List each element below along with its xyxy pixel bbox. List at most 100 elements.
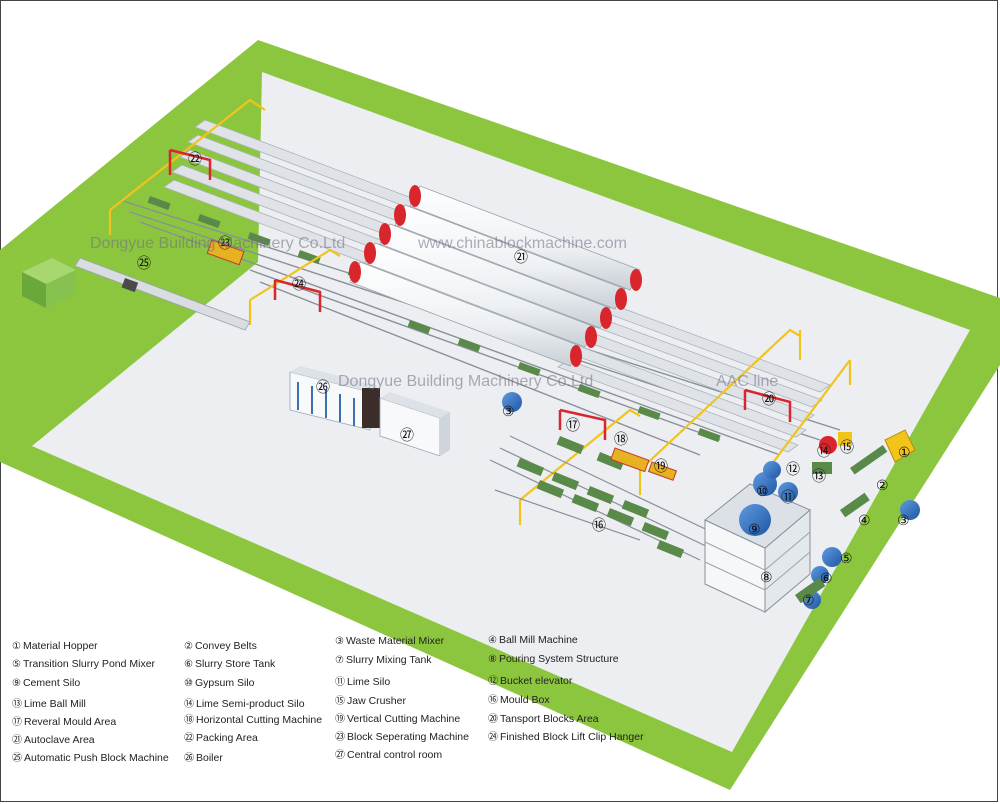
legend-label: Tansport Blocks Area	[500, 713, 599, 725]
legend-label: Gypsum Silo	[194, 677, 255, 689]
legend-number: ⑥	[184, 659, 193, 670]
marker-7: ⑦	[802, 592, 815, 608]
legend-number: ②	[184, 641, 193, 652]
raw-material-line	[795, 429, 920, 609]
mould-area	[489, 435, 721, 561]
legend-number: ⑭	[184, 699, 194, 710]
autoclave-area	[349, 185, 642, 367]
green-cake-rows	[163, 119, 831, 453]
marker-6: ⑥	[820, 570, 833, 586]
push-block-line	[74, 257, 251, 331]
watermark-aac-line: AAC line	[716, 373, 779, 390]
legend-label: Block Seperating Machine	[347, 731, 469, 743]
legend-number: ⑪	[335, 677, 345, 688]
legend-label: Mould Box	[500, 694, 550, 706]
marker-2: ②	[876, 477, 889, 493]
marker-16: ⑯	[592, 517, 606, 533]
lift-cranes	[168, 148, 792, 440]
legend-number: ⑲	[335, 714, 345, 725]
legend-label: Horizontal Cutting Machine	[196, 714, 323, 726]
watermark-company-middle: Dongyue Building Machinery Co.Ltd	[338, 373, 594, 390]
legend-label: Autoclave Area	[24, 734, 95, 746]
legend-number: ⑱	[184, 715, 194, 726]
legend-label: Waste Material Mixer	[345, 635, 445, 647]
legend-label: Cement Silo	[22, 677, 81, 689]
legend-number: ⑯	[488, 695, 498, 706]
marker-8: ⑧	[760, 569, 773, 585]
legend-number: ④	[488, 635, 497, 646]
legend-number: ③	[335, 636, 344, 647]
marker-14: ⑭	[817, 443, 831, 459]
marker-23: ㉓	[218, 235, 232, 251]
marker-5: ⑤	[840, 550, 853, 566]
legend-number: ㉑	[12, 735, 22, 746]
autoclave-vessel	[409, 185, 642, 291]
finished-block-pallet	[22, 258, 76, 308]
legend-label: Vertical Cutting Machine	[347, 713, 461, 725]
legend-label: Lime Silo	[347, 676, 391, 688]
legend-number: ⑧	[488, 654, 497, 665]
legend-label: Material Hopper	[22, 640, 98, 652]
legend-label: Finished Block Lift Clip Hanger	[500, 731, 644, 743]
legend-label: Pouring System Structure	[498, 653, 619, 665]
control-room-building	[379, 392, 450, 457]
marker-21: ㉑	[514, 249, 528, 265]
autoclave-vessel	[379, 223, 612, 329]
legend-number: ㉓	[335, 732, 345, 743]
pouring-tower	[704, 461, 811, 614]
separating-machine	[206, 239, 245, 266]
marker-19: ⑲	[654, 458, 668, 474]
legend-number: ㉒	[184, 733, 194, 744]
legend-label: Packing Area	[196, 732, 258, 744]
legend-number: ⑬	[12, 699, 22, 710]
marker-24: ㉔	[292, 276, 306, 292]
watermark-company-top: Dongyue Building Machinery Co.Ltd	[90, 235, 346, 252]
legend-number: ⑦	[335, 655, 344, 666]
legend-label: Reveral Mould Area	[24, 716, 117, 728]
legend-number: ⑩	[184, 678, 193, 689]
marker-3-right: ③	[897, 512, 910, 528]
marker-18: ⑱	[614, 431, 628, 447]
gantry-rails	[108, 98, 852, 525]
legend-label: Automatic Push Block Machine	[24, 752, 169, 764]
legend-number: ⑤	[12, 659, 21, 670]
legend-label: Slurry Store Tank	[194, 658, 276, 670]
marker-3-left: ③	[502, 403, 515, 419]
legend-label: Bucket elevator	[500, 675, 573, 687]
marker-4: ④	[858, 512, 871, 528]
legend-number: ⑮	[335, 696, 345, 707]
legend-number: ①	[12, 641, 21, 652]
legend-label: Lime Semi-product Silo	[196, 698, 305, 710]
autoclave-vessel	[394, 204, 627, 310]
push-block-machine	[121, 278, 139, 293]
marker-10: ⑩	[756, 483, 769, 499]
marker-15: ⑮	[840, 439, 854, 455]
marker-25: ㉕	[137, 255, 151, 271]
legend-label: Convey Belts	[194, 640, 257, 652]
legend-number: ㉕	[12, 753, 22, 764]
marker-27: ㉗	[400, 427, 414, 443]
legend-number: ⑰	[12, 717, 22, 728]
marker-17: ⑰	[566, 417, 580, 433]
